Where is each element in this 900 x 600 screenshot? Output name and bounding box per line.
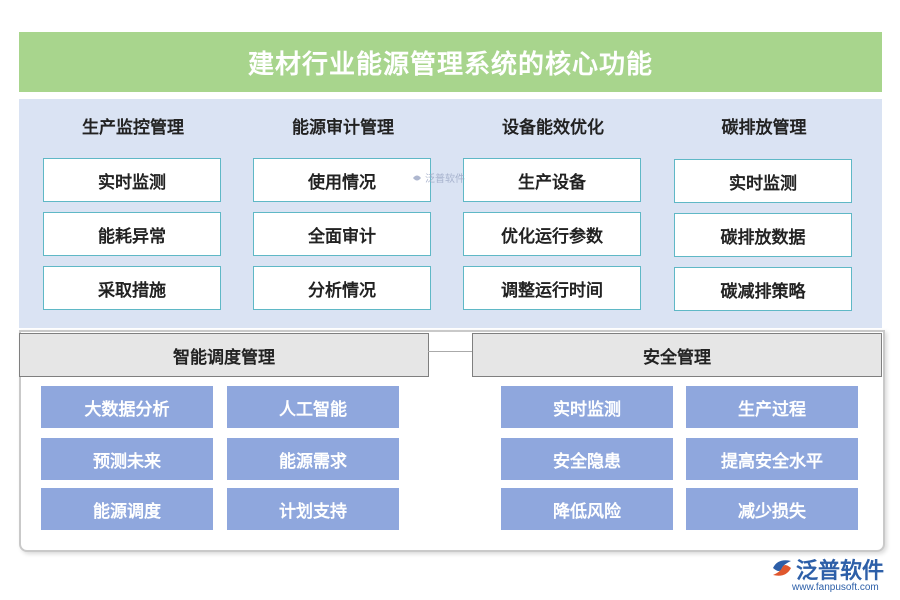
- column-header: 设备能效优化: [502, 118, 604, 138]
- function-box: 优化运行参数: [463, 212, 641, 256]
- function-box: 分析情况: [253, 266, 431, 310]
- scheduling-box: 能源调度: [41, 488, 213, 530]
- function-box: 碳减排策略: [674, 267, 852, 311]
- connector-line: [428, 351, 472, 352]
- function-box: 碳排放数据: [674, 213, 852, 257]
- scheduling-box: 预测未来: [41, 438, 213, 480]
- page-title: 建材行业能源管理系统的核心功能: [19, 32, 882, 92]
- function-box: 使用情况: [253, 158, 431, 202]
- core-functions-panel: 生产监控管理 实时监测 能耗异常 采取措施 能源审计管理 使用情况 全面审计 分…: [19, 99, 882, 328]
- brand-url: www.fanpusoft.com: [792, 582, 879, 593]
- watermark-text: 泛普软件: [425, 174, 465, 185]
- function-box: 调整运行时间: [463, 266, 641, 310]
- function-box: 实时监测: [43, 158, 221, 202]
- function-box: 实时监测: [674, 159, 852, 203]
- safety-box: 安全隐患: [501, 438, 673, 480]
- section-header-safety: 安全管理: [472, 333, 882, 377]
- scheduling-box: 能源需求: [227, 438, 399, 480]
- scheduling-box: 人工智能: [227, 386, 399, 428]
- safety-box: 降低风险: [501, 488, 673, 530]
- section-header-scheduling: 智能调度管理: [19, 333, 429, 377]
- function-box: 全面审计: [253, 212, 431, 256]
- column-header: 生产监控管理: [82, 118, 184, 138]
- watermark-logo-icon: [413, 175, 421, 180]
- column-header: 碳排放管理: [721, 118, 807, 138]
- scheduling-box: 大数据分析: [41, 386, 213, 428]
- brand-logo: 泛普软件 www.fanpusoft.com: [770, 553, 894, 597]
- function-box: 生产设备: [463, 158, 641, 202]
- column-header: 能源审计管理: [292, 118, 394, 138]
- brand-logo-icon: [773, 560, 791, 576]
- watermark: 泛普软件: [412, 170, 465, 185]
- safety-box: 减少损失: [686, 488, 858, 530]
- function-box: 采取措施: [43, 266, 221, 310]
- safety-box: 生产过程: [686, 386, 858, 428]
- safety-box: 实时监测: [501, 386, 673, 428]
- safety-box: 提高安全水平: [686, 438, 858, 480]
- function-box: 能耗异常: [43, 212, 221, 256]
- brand-name: 泛普软件: [796, 559, 885, 584]
- scheduling-box: 计划支持: [227, 488, 399, 530]
